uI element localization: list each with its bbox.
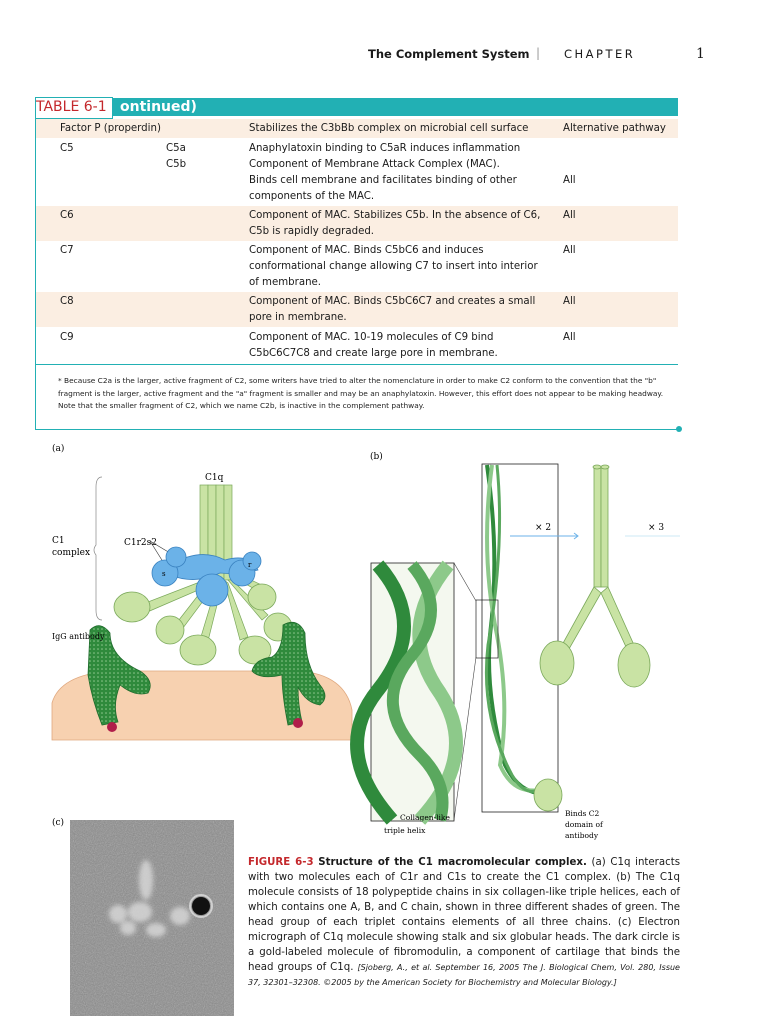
figure-number: FIGURE 6-3 xyxy=(248,857,314,868)
table-cell-function: Component of MAC. Binds C5bC6 and induce… xyxy=(249,243,549,291)
collagen-label: Collagen-like xyxy=(400,813,450,822)
table-cell-fragment: C5a xyxy=(166,143,186,154)
table-frame xyxy=(35,117,678,430)
table-cell-component: C8 xyxy=(60,296,74,307)
running-head-title: The Complement System xyxy=(368,47,530,61)
table-header-bar xyxy=(35,98,678,116)
table-cell-component: C6 xyxy=(60,210,74,221)
table-cell-pathway: All xyxy=(563,296,576,307)
table-cell-line: C5b is rapidly degraded. xyxy=(249,226,375,237)
figure-caption: FIGURE 6-3 Structure of the C1 macromole… xyxy=(248,855,680,990)
table-cell-line: pore in membrane. xyxy=(249,312,347,323)
table-end-dot xyxy=(676,426,682,432)
c1-complex-bracket xyxy=(93,476,103,621)
igg-label: IgG antibody xyxy=(52,632,105,641)
c1q-simplified xyxy=(539,464,651,688)
table-row: C8 Component of MAC. Binds C5bC6C7 and c… xyxy=(36,292,678,327)
table-cell-function: Anaphylatoxin binding to C5aR induces in… xyxy=(249,141,549,205)
table-row: C9 Component of MAC. 10-19 molecules of … xyxy=(36,329,678,363)
figure-title: Structure of the C1 macromolecular compl… xyxy=(318,857,587,868)
table-row: C6 Component of MAC. Stabilizes C5b. In … xyxy=(36,206,678,241)
scale-x2-label: × 2 xyxy=(535,523,551,533)
table-cell-line: Component of MAC. Binds C5bC6 and induce… xyxy=(249,245,484,256)
running-head-separator: | xyxy=(536,46,541,60)
table-cell-line: of membrane. xyxy=(249,277,322,288)
table-cell-pathway: All xyxy=(563,245,576,256)
c1-complex-label: complex xyxy=(52,548,90,558)
table-cell-line: C5bC6C7C8 and create large pore in membr… xyxy=(249,348,498,359)
table-cell-component: C5 xyxy=(60,143,74,154)
collagen-label: triple helix xyxy=(384,826,426,835)
table-cell-component: C9 xyxy=(60,332,74,343)
antigen xyxy=(107,722,117,732)
table-row: C5 C5a C5b Anaphylatoxin binding to C5aR… xyxy=(36,140,678,206)
binds-label: antibody xyxy=(565,831,599,840)
antigen xyxy=(293,718,303,728)
table-cell-pathway: All xyxy=(563,332,576,343)
table-cell-function: Component of MAC. Binds C5bC6C7 and crea… xyxy=(249,294,549,326)
running-head-chapter: CHAPTER xyxy=(564,47,636,61)
table-cell-line: Component of MAC. 10-19 molecules of C9 … xyxy=(249,332,494,343)
table-cell-line: Component of MAC. Stabilizes C5b. In the… xyxy=(249,210,541,221)
binds-label: domain of xyxy=(565,820,604,829)
igg-antibody xyxy=(87,621,326,726)
figure-caption-body: (a) C1q interacts with two molecules eac… xyxy=(248,857,680,973)
table-cell-line: Component of Membrane Attack Complex (MA… xyxy=(249,159,500,170)
pointer-line xyxy=(149,540,171,554)
panel-label-c: (c) xyxy=(52,817,64,828)
table-cell-pathway: Alternative pathway xyxy=(563,123,666,134)
table-cell-pathway: All xyxy=(563,210,576,221)
table-cell-line: Anaphylatoxin binding to C5aR induces in… xyxy=(249,143,521,154)
panel-label-a: (a) xyxy=(52,443,64,454)
table-cell-function: Component of MAC. 10-19 molecules of C9 … xyxy=(249,330,549,362)
table-cell-function: Component of MAC. Stabilizes C5b. In the… xyxy=(249,208,549,240)
triple-helix-strand xyxy=(485,464,553,793)
table-continued-label: ontinued) xyxy=(120,99,197,115)
c1r2s2-label: C1r2s2 xyxy=(124,538,157,548)
figure-reference: [Sjoberg, A., et al. September 16, 2005 … xyxy=(248,963,680,987)
c1q-label: C1q xyxy=(205,473,224,483)
table-cell-line: components of the MAC. xyxy=(249,191,375,202)
table-cell-line: conformational change allowing C7 to ins… xyxy=(249,261,538,272)
triple-helix-strand xyxy=(484,464,550,793)
binds-label: Binds C⁩2 xyxy=(565,809,600,818)
table-label: TABLE 6-1 xyxy=(35,97,113,119)
zoom-line xyxy=(453,656,477,821)
table-cell-component: C7 xyxy=(60,245,74,256)
panel-label-b: (b) xyxy=(370,451,383,462)
c1q-stalk-box xyxy=(481,463,559,813)
table-rule xyxy=(36,364,678,365)
table-cell-line: Binds cell membrane and facilitates bind… xyxy=(249,175,517,186)
triple-helix-detail xyxy=(350,560,463,825)
page-number: 1 xyxy=(696,46,705,62)
s-subunit-label: s xyxy=(162,570,166,578)
table-cell-line: Component of MAC. Binds C5bC6C7 and crea… xyxy=(249,296,536,307)
table-row: C7 Component of MAC. Binds C5bC6 and ind… xyxy=(36,242,678,292)
c1-complex-illustration: (a) C1 complex C1q C1r2s2 s r xyxy=(51,443,680,840)
zoom-box xyxy=(475,599,499,659)
table-cell-fragment: C5b xyxy=(166,159,187,170)
scale-x3-label: × 3 xyxy=(648,523,664,533)
table-footnote: * Because C2a is the larger, active frag… xyxy=(58,376,664,410)
c1q-head xyxy=(533,778,563,812)
table-cell-component: Factor P (properdin) xyxy=(60,123,161,134)
c1-complex-label: C1 xyxy=(52,536,65,546)
r-subunit-label: r xyxy=(248,561,252,569)
table-row: Factor P (properdin) Stabilizes the C3bB… xyxy=(36,119,678,138)
c1r2s2-subunits xyxy=(151,546,262,607)
table-cell-function: Stabilizes the C3bBb complex on microbia… xyxy=(249,123,529,134)
c1q-head xyxy=(113,583,293,666)
zoom-line xyxy=(453,562,477,602)
electron-micrograph xyxy=(70,820,234,1016)
arrow-head-icon xyxy=(573,532,579,540)
table-cell-pathway: All xyxy=(563,175,576,186)
